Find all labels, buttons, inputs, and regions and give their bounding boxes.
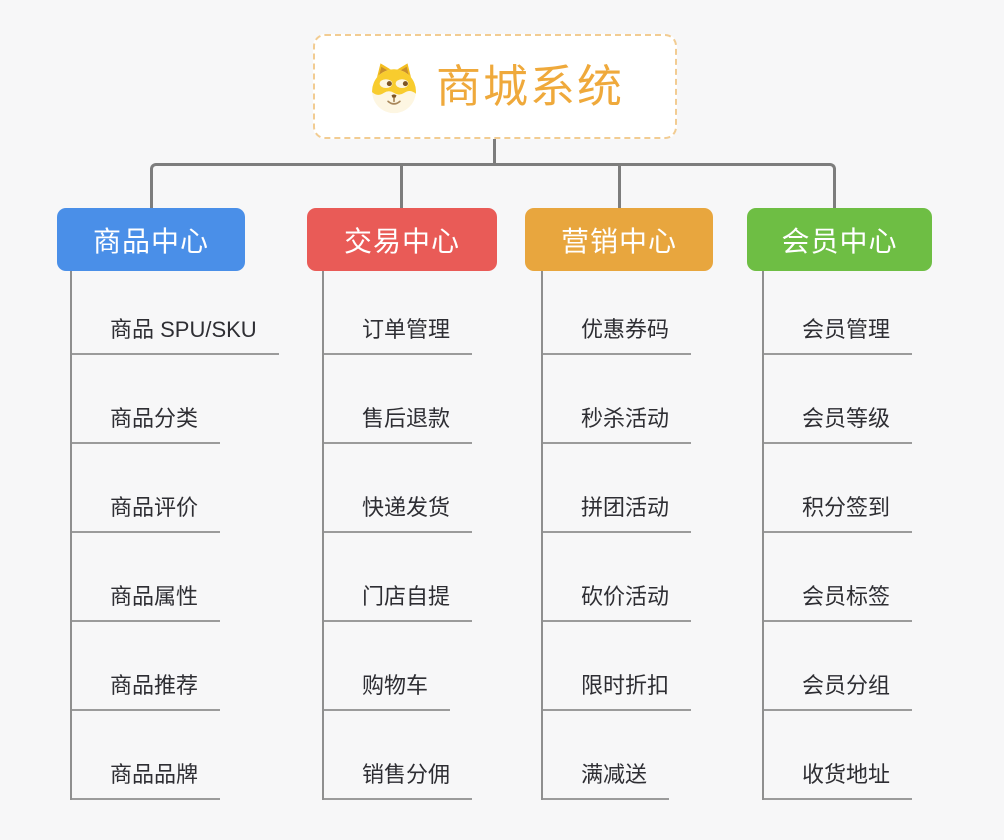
child-node[interactable]: 商品属性 xyxy=(72,582,221,622)
branch-marketing-center[interactable]: 营销中心 xyxy=(525,208,713,271)
child-node[interactable]: 商品 SPU/SKU xyxy=(72,315,279,355)
branch-label: 交易中心 xyxy=(343,225,460,257)
branch-label: 营销中心 xyxy=(560,225,677,257)
connector-root-stem xyxy=(493,139,496,165)
branch-label: 商品中心 xyxy=(92,225,209,257)
branch-product-center[interactable]: 商品中心 xyxy=(57,208,245,271)
child-node[interactable]: 秒杀活动 xyxy=(543,404,692,444)
child-node[interactable]: 满减送 xyxy=(543,760,670,800)
branch-member-center[interactable]: 会员中心 xyxy=(747,208,932,271)
branch-trade-center[interactable]: 交易中心 xyxy=(307,208,497,271)
child-node[interactable]: 购物车 xyxy=(324,671,451,711)
children-marketing-center: 优惠券码 秒杀活动 拼团活动 砍价活动 限时折扣 满减送 xyxy=(541,271,692,800)
child-node[interactable]: 限时折扣 xyxy=(543,671,692,711)
child-node[interactable]: 砍价活动 xyxy=(543,582,692,622)
child-node[interactable]: 会员等级 xyxy=(764,404,913,444)
child-node[interactable]: 商品评价 xyxy=(72,493,221,533)
child-node[interactable]: 收货地址 xyxy=(764,760,913,800)
child-node[interactable]: 售后退款 xyxy=(324,404,473,444)
doge-icon xyxy=(366,60,422,114)
children-product-center: 商品 SPU/SKU 商品分类 商品评价 商品属性 商品推荐 商品品牌 xyxy=(70,271,279,800)
connector-drop-2 xyxy=(400,163,403,209)
child-node[interactable]: 会员分组 xyxy=(764,671,913,711)
connector-bracket xyxy=(150,163,836,209)
child-node[interactable]: 快递发货 xyxy=(324,493,473,533)
child-node[interactable]: 会员管理 xyxy=(764,315,913,355)
child-node[interactable]: 订单管理 xyxy=(324,315,473,355)
child-node[interactable]: 门店自提 xyxy=(324,582,473,622)
root-title: 商城系统 xyxy=(435,61,624,112)
child-node[interactable]: 会员标签 xyxy=(764,582,913,622)
child-node[interactable]: 商品推荐 xyxy=(72,671,221,711)
children-member-center: 会员管理 会员等级 积分签到 会员标签 会员分组 收货地址 xyxy=(762,271,913,800)
branch-label: 会员中心 xyxy=(781,225,898,257)
root-node[interactable]: 商城系统 xyxy=(313,34,677,139)
child-node[interactable]: 商品分类 xyxy=(72,404,221,444)
children-trade-center: 订单管理 售后退款 快递发货 门店自提 购物车 销售分佣 xyxy=(322,271,473,800)
connector-drop-3 xyxy=(618,163,621,209)
child-node[interactable]: 商品品牌 xyxy=(72,760,221,800)
child-node[interactable]: 优惠券码 xyxy=(543,315,692,355)
child-node[interactable]: 拼团活动 xyxy=(543,493,692,533)
child-node[interactable]: 销售分佣 xyxy=(324,760,473,800)
child-node[interactable]: 积分签到 xyxy=(764,493,913,533)
